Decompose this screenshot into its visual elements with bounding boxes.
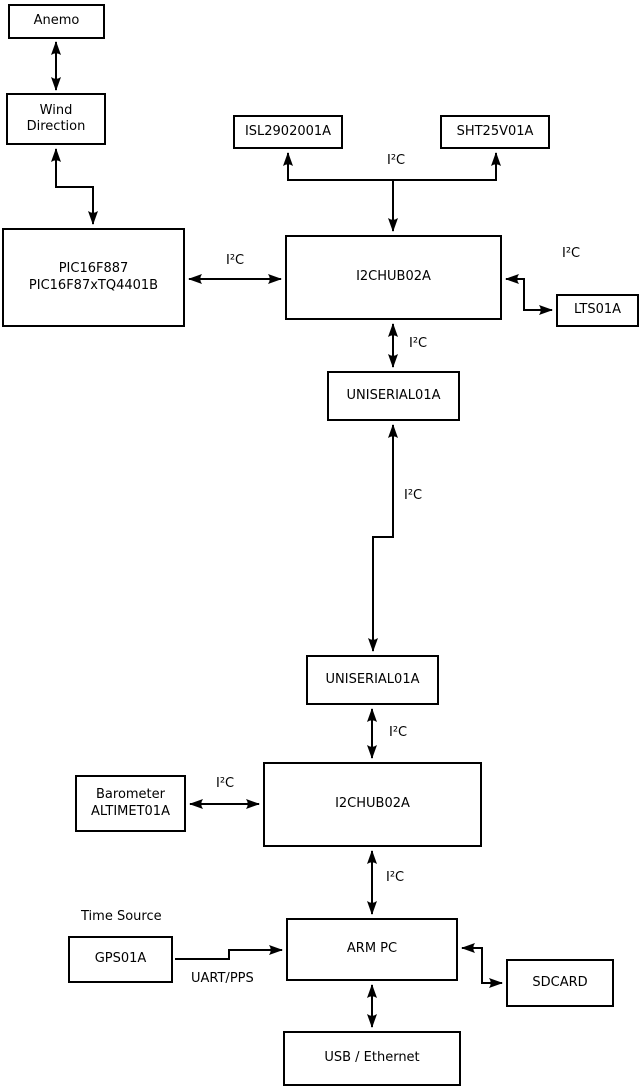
node-i2chub02a-top: I2CHUB02A xyxy=(285,235,502,320)
node-uniserial01a-top-label: UNISERIAL01A xyxy=(346,387,441,403)
node-uniserial01a-top: UNISERIAL01A xyxy=(327,371,460,421)
node-sht25v01a: SHT25V01A xyxy=(440,115,550,149)
node-pic16f887-line2: PIC16F87xTQ4401B xyxy=(28,277,159,293)
edge-label-i2c-uniserial2-hub2: I²C xyxy=(389,725,408,740)
edge-label-i2c-hub1-uniserial1: I²C xyxy=(409,336,428,351)
node-i2chub02a-bottom: I2CHUB02A xyxy=(263,762,482,847)
node-anemo-label: Anemo xyxy=(33,13,80,29)
node-sht25v01a-label: SHT25V01A xyxy=(456,123,534,139)
node-barometer-line2: ALTIMET01A xyxy=(91,803,170,819)
edge-label-i2c-barometer-hub2: I²C xyxy=(216,776,235,791)
node-usb-ethernet: USB / Ethernet xyxy=(283,1031,461,1086)
edge-label-i2c-pic-hub1: I²C xyxy=(226,253,245,268)
edge-label-i2c-long-link: I²C xyxy=(404,488,423,503)
node-pic16f887-line1: PIC16F887 xyxy=(58,261,129,277)
edge-label-i2c-hub1-lts: I²C xyxy=(562,246,581,261)
node-gps01a-label: GPS01A xyxy=(94,951,147,967)
node-isl2902001a-label: ISL2902001A xyxy=(244,123,332,139)
edge-label-i2c-sensor-tee: I²C xyxy=(387,153,406,168)
node-i2chub02a-top-label: I2CHUB02A xyxy=(356,269,431,285)
node-uniserial01a-bottom: UNISERIAL01A xyxy=(306,655,439,705)
node-sdcard: SDCARD xyxy=(506,959,614,1007)
node-i2chub02a-bottom-label: I2CHUB02A xyxy=(335,796,410,812)
node-sdcard-label: SDCARD xyxy=(532,974,588,990)
node-lts01a-label: LTS01A xyxy=(573,302,622,318)
node-gps01a: GPS01A xyxy=(68,936,173,983)
node-usb-ethernet-label: USB / Ethernet xyxy=(324,1050,420,1066)
annotation-time-source: Time Source xyxy=(81,909,162,924)
node-lts01a: LTS01A xyxy=(556,294,639,327)
node-barometer-line1: Barometer xyxy=(96,787,165,803)
node-arm-pc-label: ARM PC xyxy=(346,941,398,957)
node-arm-pc: ARM PC xyxy=(286,918,458,981)
node-anemo: Anemo xyxy=(8,4,105,39)
edge-label-i2c-hub2-armpc: I²C xyxy=(386,870,405,885)
edge-wind-pic xyxy=(51,148,98,225)
node-wind-direction-line2: Direction xyxy=(26,119,86,134)
edge-gps-armpc xyxy=(175,945,283,960)
node-wind-direction: Wind Direction xyxy=(6,93,106,145)
node-uniserial01a-bottom-label: UNISERIAL01A xyxy=(325,671,420,687)
node-pic16f887: PIC16F887 PIC16F87xTQ4401B xyxy=(2,228,185,327)
edge-label-uart-pps: UART/PPS xyxy=(191,971,254,986)
node-wind-direction-line1: Wind xyxy=(39,102,73,118)
edge-uniserial1-uniserial2 xyxy=(368,424,398,652)
edge-armpc-sdcard xyxy=(461,943,503,988)
node-isl2902001a: ISL2902001A xyxy=(233,115,343,149)
edge-hub1-lts xyxy=(505,274,553,315)
node-barometer-altimet01a: Barometer ALTIMET01A xyxy=(75,775,186,832)
